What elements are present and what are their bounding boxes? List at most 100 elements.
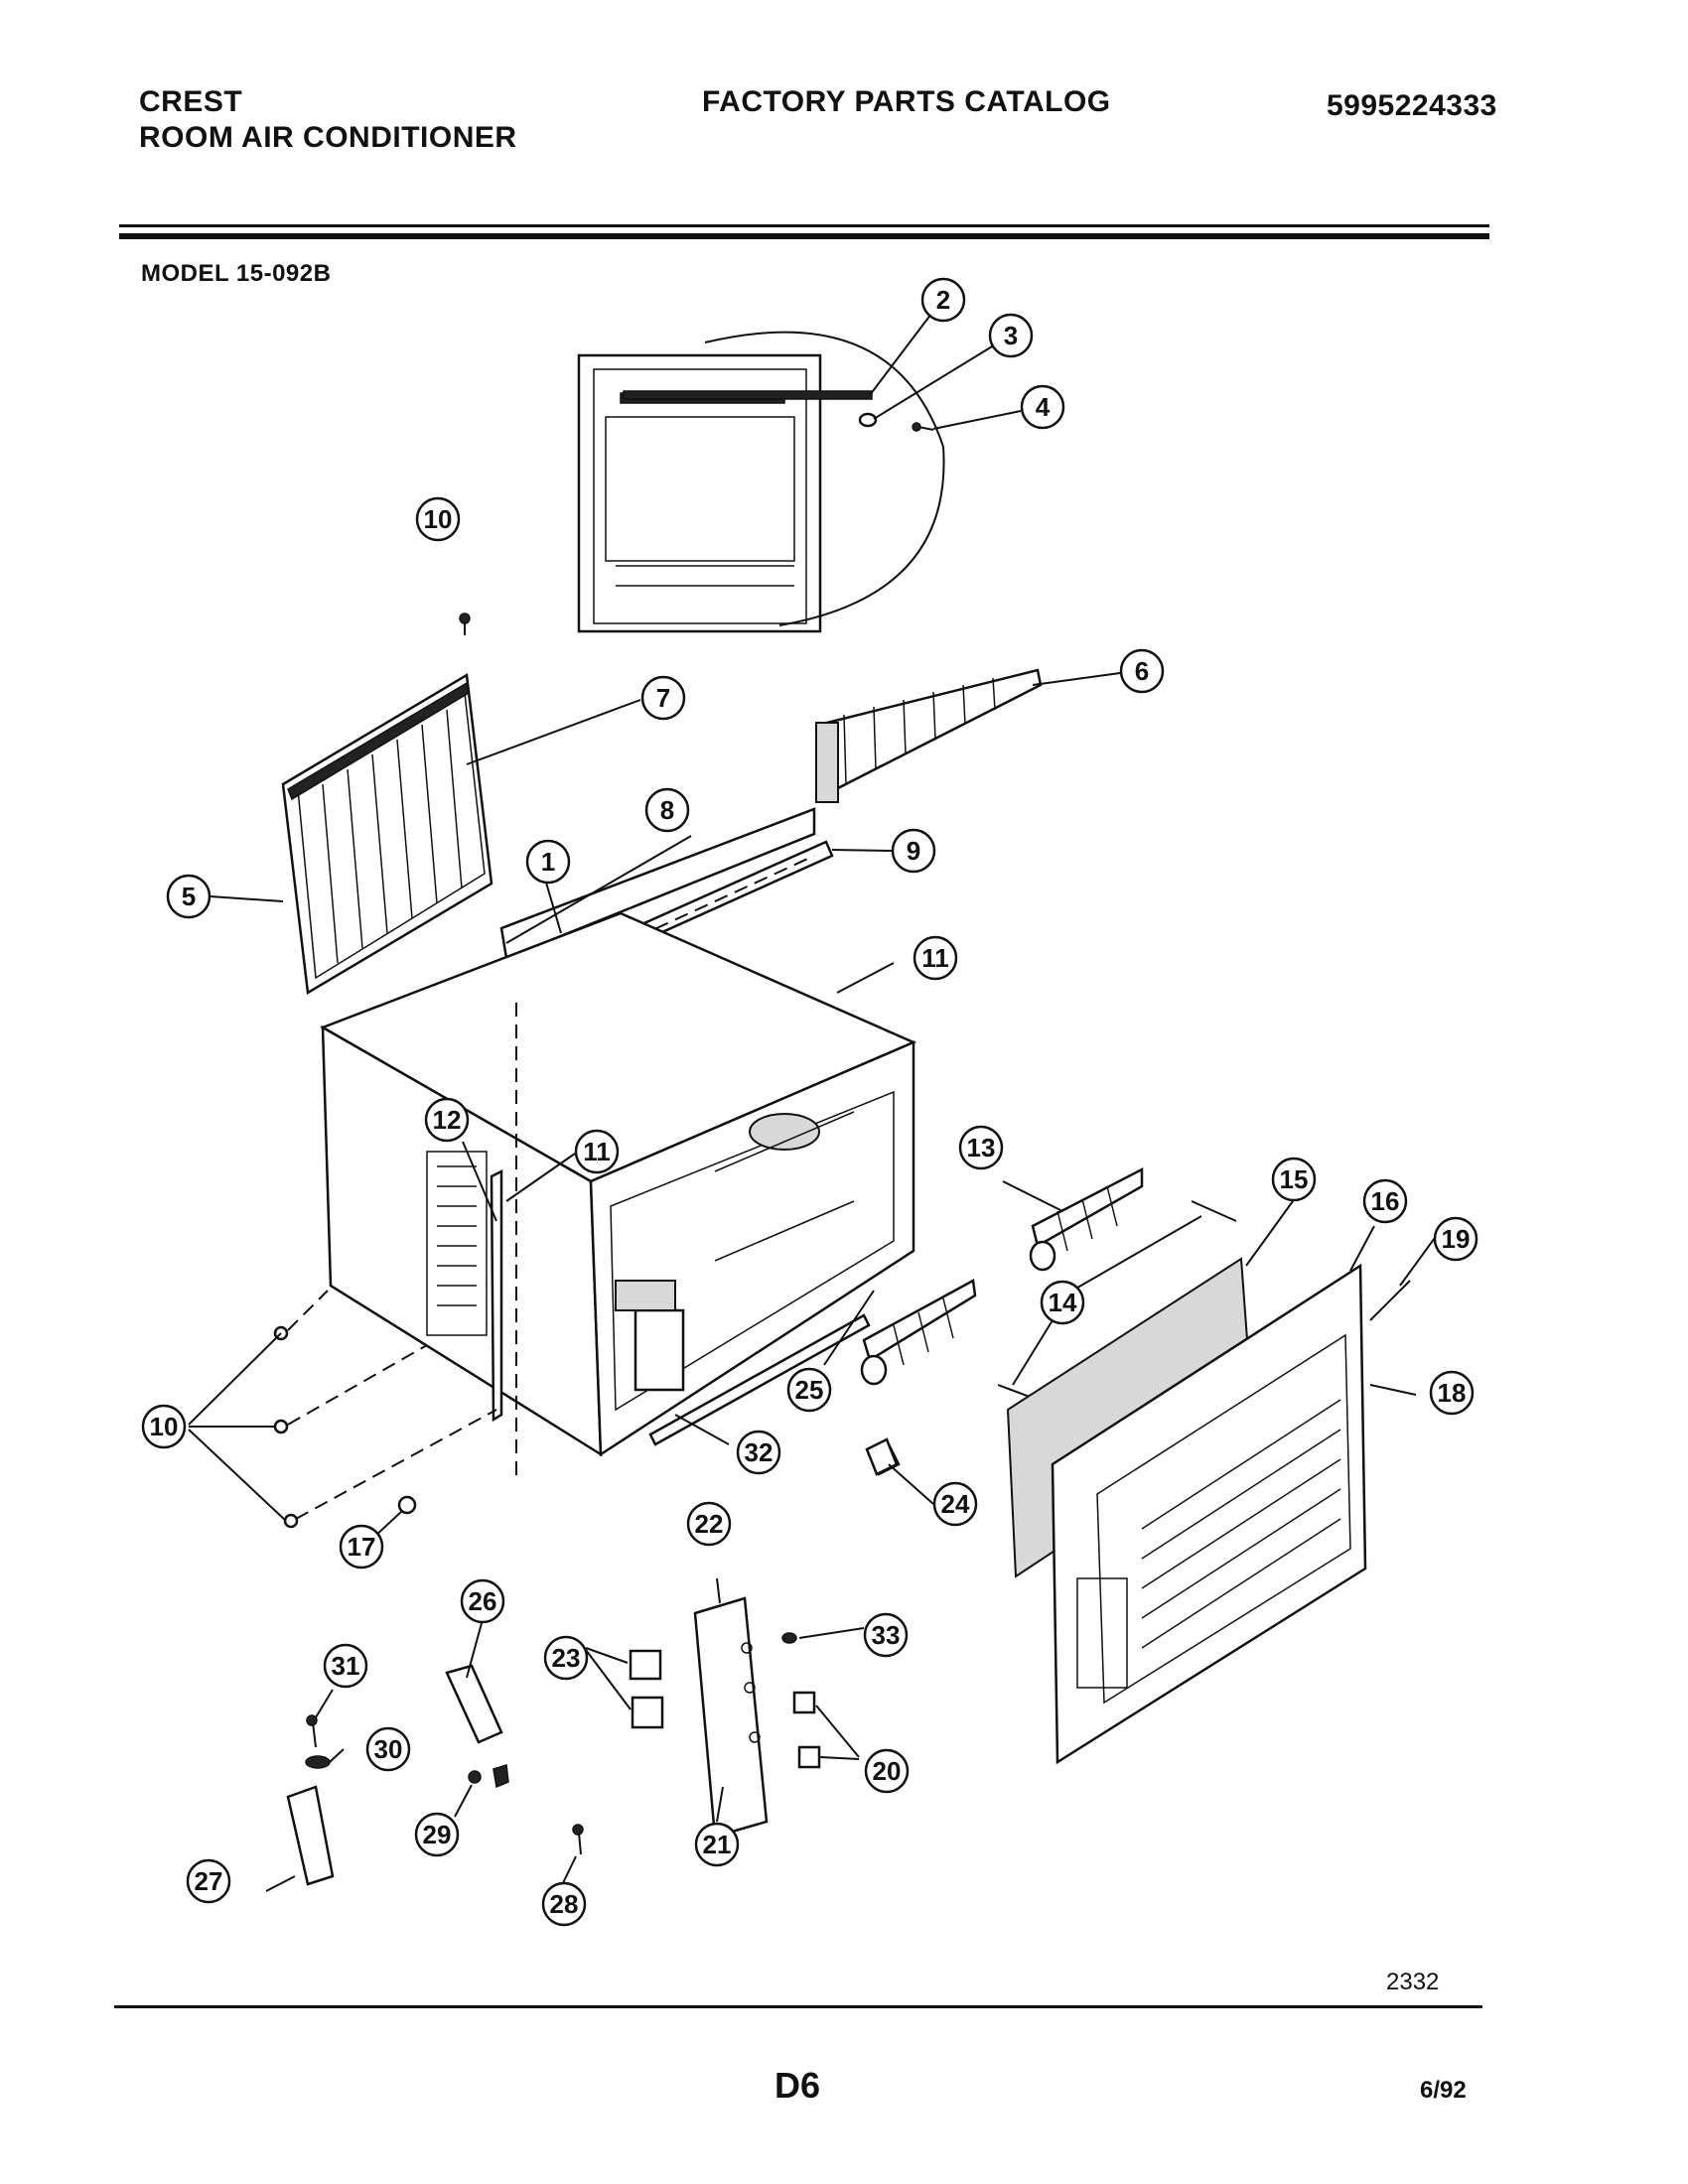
sash-screw [912,422,934,432]
svg-text:33: 33 [872,1620,901,1650]
svg-text:24: 24 [941,1489,970,1519]
louver-assembly-lower [860,1279,977,1386]
bracket-screws [305,1714,584,1855]
callout-27: 27 [186,1858,231,1904]
svg-text:4: 4 [1036,392,1051,422]
svg-text:30: 30 [374,1734,403,1764]
sash-seal-strip [623,390,873,400]
callout-11-left: 11 [574,1129,620,1174]
callout-11-right: 11 [913,935,958,981]
cabinet-bottom-rail [648,1313,871,1446]
callout-12: 12 [424,1097,470,1143]
svg-text:27: 27 [195,1866,223,1896]
product-name: ROOM AIR CONDITIONER [139,121,517,154]
svg-text:13: 13 [967,1133,996,1162]
callout-2: 2 [920,277,966,323]
callout-7: 7 [640,675,686,721]
mounting-bracket [445,1664,503,1744]
leader-lines [188,313,1441,1892]
callout-16: 16 [1362,1178,1408,1224]
callout-23: 23 [543,1635,589,1681]
callout-5: 5 [166,874,211,919]
svg-text:25: 25 [795,1375,824,1405]
svg-text:19: 19 [1442,1224,1471,1254]
top-angle-bracket [499,807,816,960]
svg-text:18: 18 [1438,1378,1467,1408]
callout-4: 4 [1020,384,1065,430]
svg-text:26: 26 [469,1586,497,1616]
cabinet-shell [320,911,917,1457]
cabinet-screws [273,1003,517,1529]
svg-text:3: 3 [1004,321,1018,350]
model-label: MODEL 15-092B [141,260,332,287]
svg-text:9: 9 [907,836,920,866]
header-rule-thin [119,224,1489,227]
control-panel [693,1596,769,1839]
header-rule-thick [119,233,1489,239]
callout-19: 19 [1433,1216,1478,1262]
callout-14: 14 [1040,1280,1085,1325]
svg-text:10: 10 [424,504,453,534]
svg-text:7: 7 [656,683,670,713]
svg-text:14: 14 [1049,1288,1077,1317]
revision-date: 6/92 [1420,2077,1467,2104]
callout-9: 9 [891,828,936,874]
svg-text:10: 10 [150,1412,179,1441]
svg-text:17: 17 [348,1532,376,1562]
svg-text:11: 11 [583,1137,611,1166]
callout-13: 13 [958,1125,1004,1170]
callout-29: 29 [414,1812,460,1857]
svg-text:23: 23 [552,1643,581,1673]
catalog-title: FACTORY PARTS CATALOG [702,85,1111,118]
svg-text:6: 6 [1135,656,1149,686]
side-curtain-panel [281,672,493,996]
panel-screw-top [459,613,471,635]
svg-text:20: 20 [873,1756,902,1786]
callout-15: 15 [1271,1157,1317,1202]
front-grille [1051,1263,1367,1765]
svg-text:28: 28 [550,1889,579,1919]
side-seal [490,1168,503,1423]
callout-24: 24 [932,1481,978,1527]
svg-text:5: 5 [182,882,196,911]
callout-1: 1 [525,839,571,885]
callout-22: 22 [686,1501,732,1547]
callout-32: 32 [736,1430,781,1475]
grille-spring [1369,1280,1411,1321]
svg-text:21: 21 [703,1830,732,1859]
svg-text:8: 8 [660,795,674,825]
svg-text:1: 1 [541,847,555,877]
callout-10-top: 10 [415,496,461,542]
callout-26: 26 [460,1578,505,1624]
control-switches [629,1437,899,1769]
callout-10-left: 10 [141,1404,187,1449]
callout-3: 3 [988,313,1034,358]
svg-text:16: 16 [1371,1186,1400,1216]
chassis-internals [610,1090,895,1412]
svg-text:22: 22 [695,1509,724,1539]
svg-text:15: 15 [1280,1164,1309,1194]
callout-28: 28 [541,1881,587,1927]
callout-25: 25 [786,1367,832,1413]
callout-30: 30 [365,1726,411,1772]
callout-20: 20 [864,1748,910,1794]
window-panel-assembly [577,331,945,633]
brand-name: CREST [139,85,243,118]
svg-text:29: 29 [423,1820,452,1849]
svg-text:11: 11 [921,943,949,973]
callout-31: 31 [323,1643,368,1689]
svg-text:12: 12 [433,1105,462,1135]
callout-8: 8 [644,787,690,833]
svg-text:32: 32 [745,1437,774,1467]
callout-6: 6 [1119,648,1165,694]
callout-21: 21 [694,1822,740,1867]
footer-rule [114,2005,1482,2008]
callout-18: 18 [1429,1370,1475,1416]
drawing-code: 2332 [1386,1969,1440,1995]
sash-fastener-nut [858,412,878,428]
callout-33: 33 [863,1612,909,1658]
catalog-number: 5995224333 [1327,89,1497,122]
svg-text:2: 2 [936,285,950,315]
svg-text:31: 31 [332,1651,360,1681]
